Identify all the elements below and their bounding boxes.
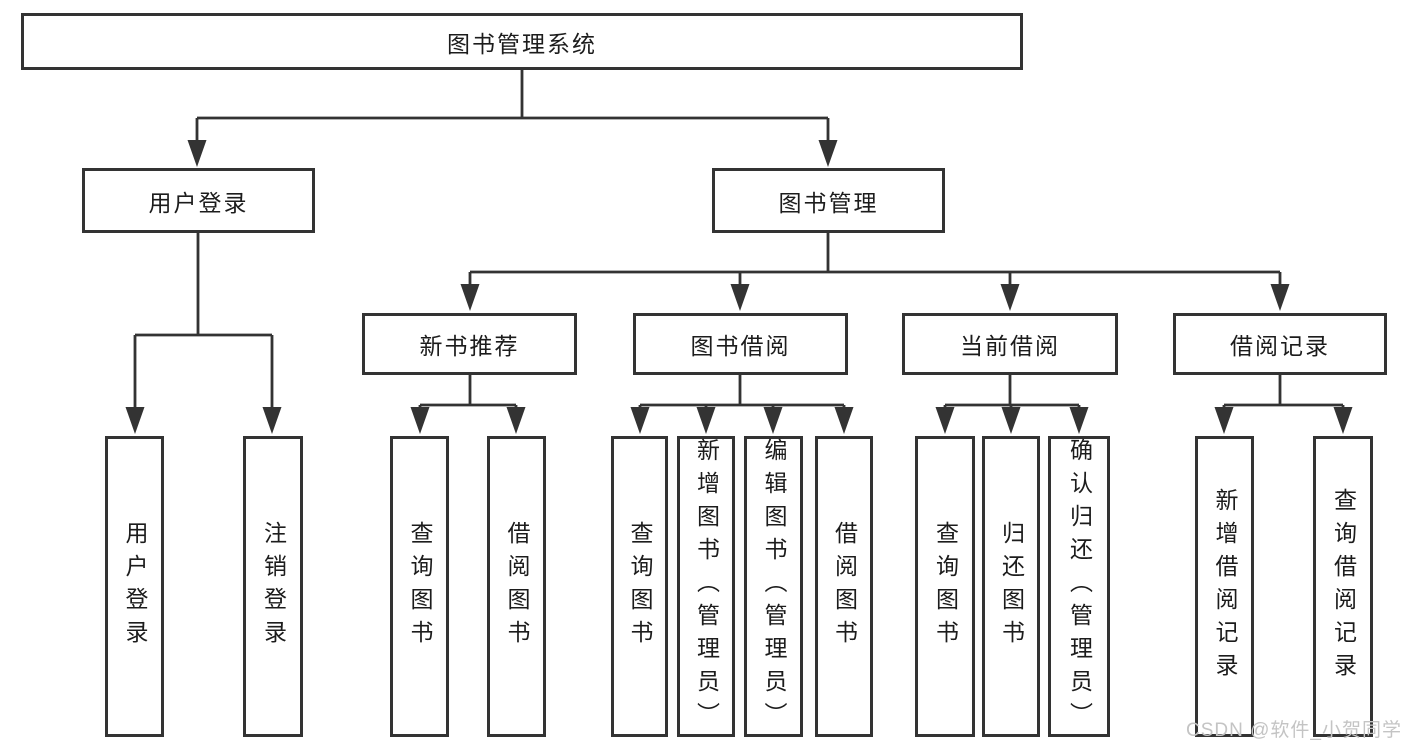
connector-root-to-level2: [187, 70, 838, 167]
connector-user-login-to-leaves: [125, 233, 282, 434]
leaf-borrow-books-borrowing: 借阅图书: [815, 436, 873, 737]
arrowhead-icon: [506, 407, 526, 434]
node-user-login: 用户登录: [82, 168, 315, 233]
node-library-management-system: 图书管理系统: [21, 13, 1023, 70]
leaf-user-login: 用户登录: [105, 436, 164, 737]
arrowhead-icon: [1214, 407, 1234, 434]
node-borrow-records: 借阅记录: [1173, 313, 1387, 375]
connector-new-book-to-leaves: [410, 375, 526, 434]
node-new-book-recommend: 新书推荐: [362, 313, 577, 375]
arrowhead-icon: [125, 407, 145, 434]
arrowhead-icon: [1270, 284, 1290, 311]
arrowhead-icon: [410, 407, 430, 434]
arrowhead-icon: [187, 140, 207, 167]
node-book-management: 图书管理: [712, 168, 945, 233]
arrowhead-icon: [763, 407, 783, 434]
leaf-logout: 注销登录: [243, 436, 303, 737]
arrowhead-icon: [1001, 407, 1021, 434]
connector-book-mgmt-to-level3: [460, 233, 1290, 311]
arrowhead-icon: [834, 407, 854, 434]
leaf-query-books-recommend: 查询图书: [390, 436, 449, 737]
arrowhead-icon: [1333, 407, 1353, 434]
leaf-add-borrow-record: 新增借阅记录: [1195, 436, 1254, 737]
arrowhead-icon: [460, 284, 480, 311]
leaf-query-borrow-record: 查询借阅记录: [1313, 436, 1373, 737]
leaf-add-books-admin: 新增图书（管理员）: [677, 436, 735, 737]
leaf-confirm-return-admin: 确认归还（管理员）: [1048, 436, 1110, 737]
arrowhead-icon: [935, 407, 955, 434]
leaf-borrow-books-recommend: 借阅图书: [487, 436, 546, 737]
node-book-borrowing: 图书借阅: [633, 313, 848, 375]
connector-book-borrow-to-leaves: [630, 375, 854, 434]
arrowhead-icon: [696, 407, 716, 434]
csdn-watermark: CSDN @软件_小贺同学: [1186, 720, 1402, 741]
arrowhead-icon: [1069, 407, 1089, 434]
arrowhead-icon: [1000, 284, 1020, 311]
node-current-borrowing: 当前借阅: [902, 313, 1118, 375]
leaf-return-books: 归还图书: [982, 436, 1040, 737]
connector-current-borrow-to-leaves: [935, 375, 1089, 434]
leaf-query-books-borrowing: 查询图书: [611, 436, 668, 737]
connector-borrow-records-to-leaves: [1214, 375, 1353, 434]
leaf-query-books-current: 查询图书: [915, 436, 975, 737]
arrowhead-icon: [630, 407, 650, 434]
leaf-edit-books-admin: 编辑图书（管理员）: [744, 436, 803, 737]
arrowhead-icon: [262, 407, 282, 434]
arrowhead-icon: [730, 284, 750, 311]
arrowhead-icon: [818, 140, 838, 167]
